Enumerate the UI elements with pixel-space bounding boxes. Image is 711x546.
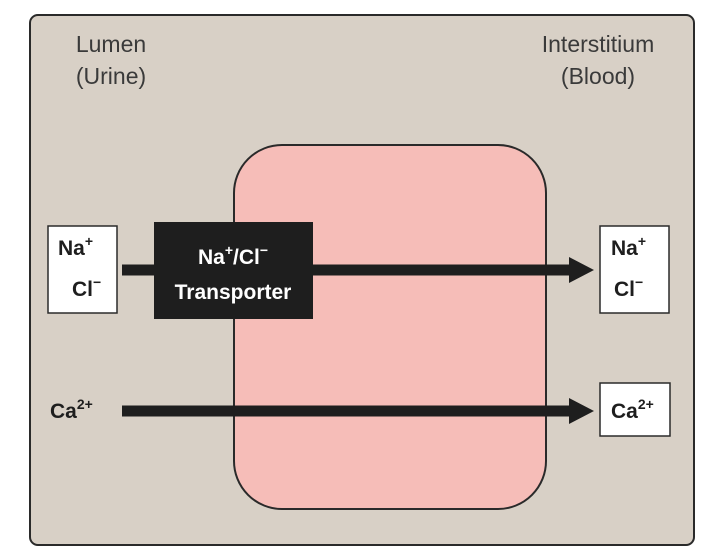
transporter-label-ions: Na+/Cl−	[198, 242, 268, 269]
lumen-sublabel: (Urine)	[76, 63, 146, 89]
nacl-arrow-head	[569, 257, 594, 283]
interstitium-sublabel: (Blood)	[561, 63, 635, 89]
lumen-nacl-box	[47, 225, 118, 314]
blood-calcium-ion: Ca2+	[611, 396, 654, 423]
blood-sodium-ion: Na+	[611, 233, 646, 260]
blood-nacl-box	[599, 225, 670, 314]
transporter-label-name: Transporter	[175, 281, 292, 304]
tubule-cell	[233, 144, 547, 510]
lumen-sodium-ion: Na+	[58, 233, 93, 260]
blood-chloride-ion: Cl−	[614, 274, 643, 301]
blood-calcium-box	[599, 382, 671, 437]
interstitium-label: Interstitium	[542, 31, 654, 57]
lumen-label: Lumen	[76, 31, 146, 57]
lumen-calcium-ion: Ca2+	[50, 396, 93, 423]
nacl-transporter	[154, 222, 313, 319]
calcium-arrow-head	[569, 398, 594, 424]
lumen-chloride-ion: Cl−	[72, 274, 101, 301]
